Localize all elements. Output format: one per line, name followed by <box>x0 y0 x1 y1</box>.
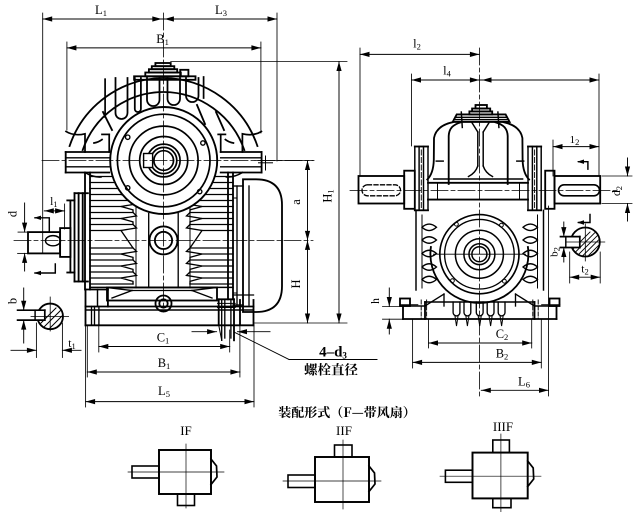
svg-text:4–d3: 4–d3 <box>319 345 347 361</box>
svg-text:b2: b2 <box>549 247 562 257</box>
svg-text:h: h <box>370 298 382 304</box>
svg-text:L3: L3 <box>215 3 227 18</box>
svg-text:l2: l2 <box>413 37 421 52</box>
svg-text:IF: IF <box>180 423 192 438</box>
svg-text:L1: L1 <box>95 3 107 18</box>
svg-text:l4: l4 <box>443 64 451 79</box>
svg-text:a: a <box>289 199 303 205</box>
svg-text:d2: d2 <box>611 186 624 196</box>
svg-text:t1: t1 <box>68 338 75 351</box>
svg-text:IIIF: IIIF <box>493 419 513 434</box>
svg-text:L6: L6 <box>518 375 530 390</box>
svg-text:H: H <box>289 279 303 288</box>
svg-text:IIF: IIF <box>336 423 352 438</box>
svg-text:d: d <box>6 210 20 217</box>
svg-text:l1: l1 <box>50 196 57 209</box>
svg-text:b: b <box>6 298 20 304</box>
svg-text:12: 12 <box>570 134 580 147</box>
svg-text:t2: t2 <box>581 264 588 277</box>
svg-text:L5: L5 <box>158 384 170 399</box>
